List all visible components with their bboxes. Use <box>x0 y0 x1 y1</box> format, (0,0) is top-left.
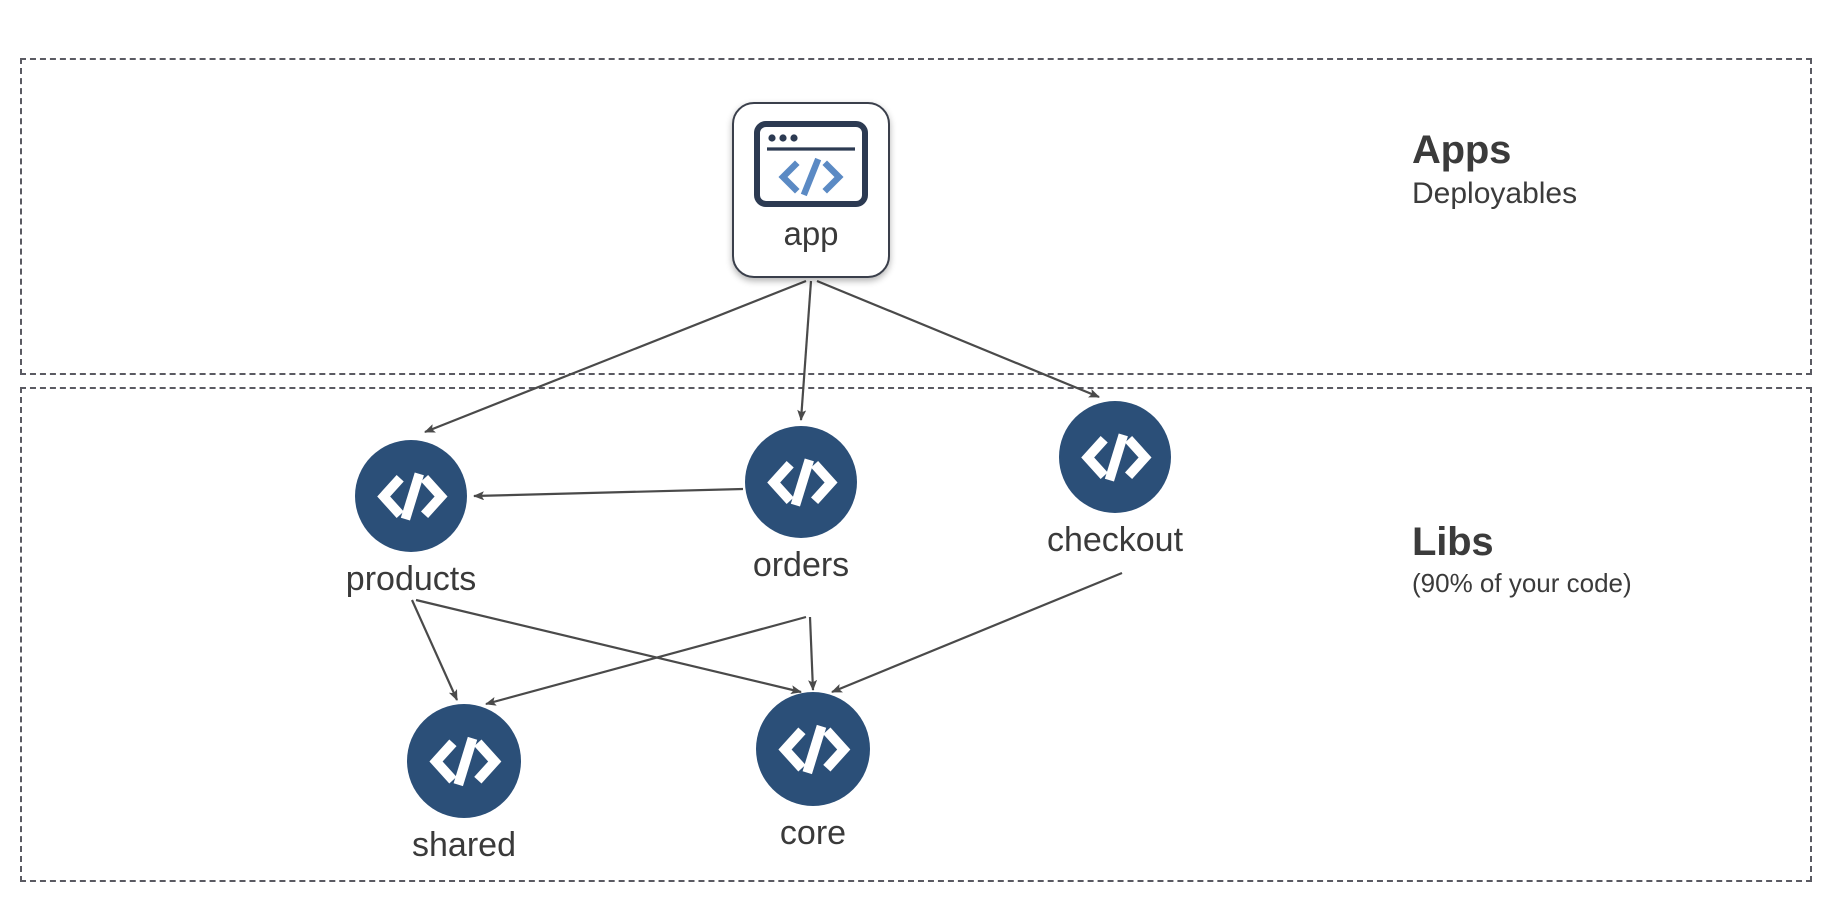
code-brackets-icon <box>428 736 501 786</box>
node-core-label: core <box>779 814 847 852</box>
node-orders[interactable]: orders <box>745 426 857 582</box>
code-brackets-icon <box>777 724 850 774</box>
node-app-label: app <box>783 215 839 252</box>
zone-caption-libs: Libs (90% of your code) <box>1412 520 1632 599</box>
node-orders-label: orders <box>752 546 850 584</box>
node-checkout-circle <box>1059 401 1171 513</box>
node-shared[interactable]: shared <box>407 704 521 862</box>
zone-libs-subtitle: (90% of your code) <box>1412 567 1632 598</box>
code-brackets-icon <box>376 471 448 521</box>
node-core-circle <box>756 692 870 806</box>
zone-libs <box>20 387 1812 882</box>
node-checkout-label: checkout <box>1046 521 1184 559</box>
browser-window-code-icon <box>754 121 868 207</box>
node-products[interactable]: products <box>346 440 476 596</box>
code-brackets-icon <box>766 457 838 507</box>
zone-apps <box>20 58 1812 375</box>
node-shared-label: shared <box>412 826 516 864</box>
zone-caption-apps: Apps Deployables <box>1412 128 1577 212</box>
zone-libs-title: Libs <box>1412 520 1494 564</box>
zone-apps-subtitle: Deployables <box>1412 176 1578 210</box>
node-checkout[interactable]: checkout <box>1047 401 1183 557</box>
node-orders-circle <box>745 426 857 538</box>
node-shared-circle <box>407 704 521 818</box>
zone-apps-title: Apps <box>1412 128 1512 172</box>
node-app[interactable]: app <box>732 102 890 278</box>
node-core[interactable]: core <box>756 692 870 850</box>
code-brackets-icon <box>1080 432 1152 482</box>
node-products-label: products <box>345 560 477 598</box>
node-products-circle <box>355 440 467 552</box>
